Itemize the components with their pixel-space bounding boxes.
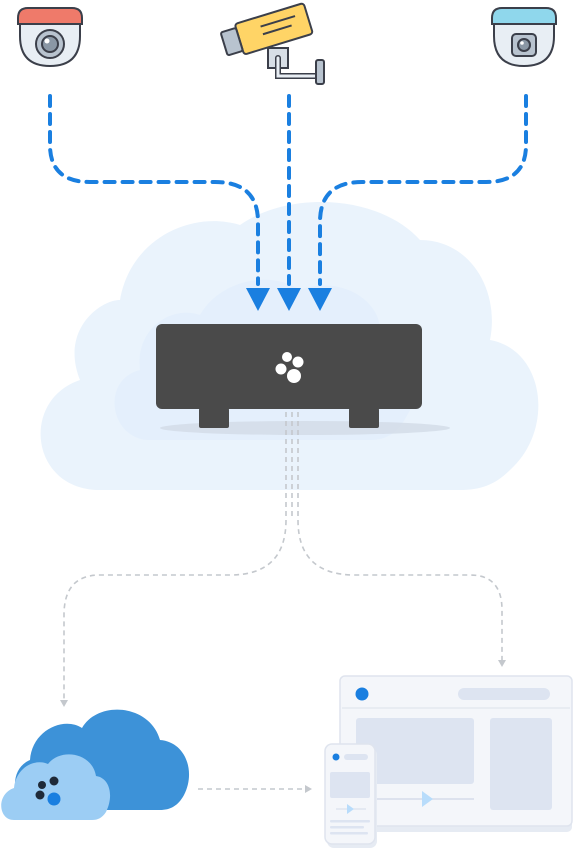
output-arrowheads	[60, 660, 506, 793]
dome-camera-icon	[491, 7, 557, 68]
right-camera-feed-line	[318, 94, 528, 286]
camera-feed-connectors	[48, 94, 528, 286]
browser-window-icon	[339, 675, 573, 832]
center-arrowhead	[277, 288, 301, 311]
feed-arrowheads	[246, 288, 332, 311]
video-recorder-icon	[156, 324, 450, 435]
cloud-icon	[1, 709, 190, 820]
paw-logo-icon	[275, 352, 304, 383]
right-arrowhead	[308, 288, 332, 311]
output-connectors	[63, 412, 503, 790]
paw-logo-icon	[35, 776, 61, 806]
mobile-app-icon	[324, 743, 377, 848]
hub-to-cloud-line-a	[63, 412, 287, 700]
bullet-camera-icon	[220, 2, 325, 85]
left-camera-feed-line	[48, 94, 260, 286]
hub-to-browser-line-a	[297, 412, 503, 660]
left-arrowhead	[246, 288, 270, 311]
dome-camera-icon	[17, 7, 83, 68]
